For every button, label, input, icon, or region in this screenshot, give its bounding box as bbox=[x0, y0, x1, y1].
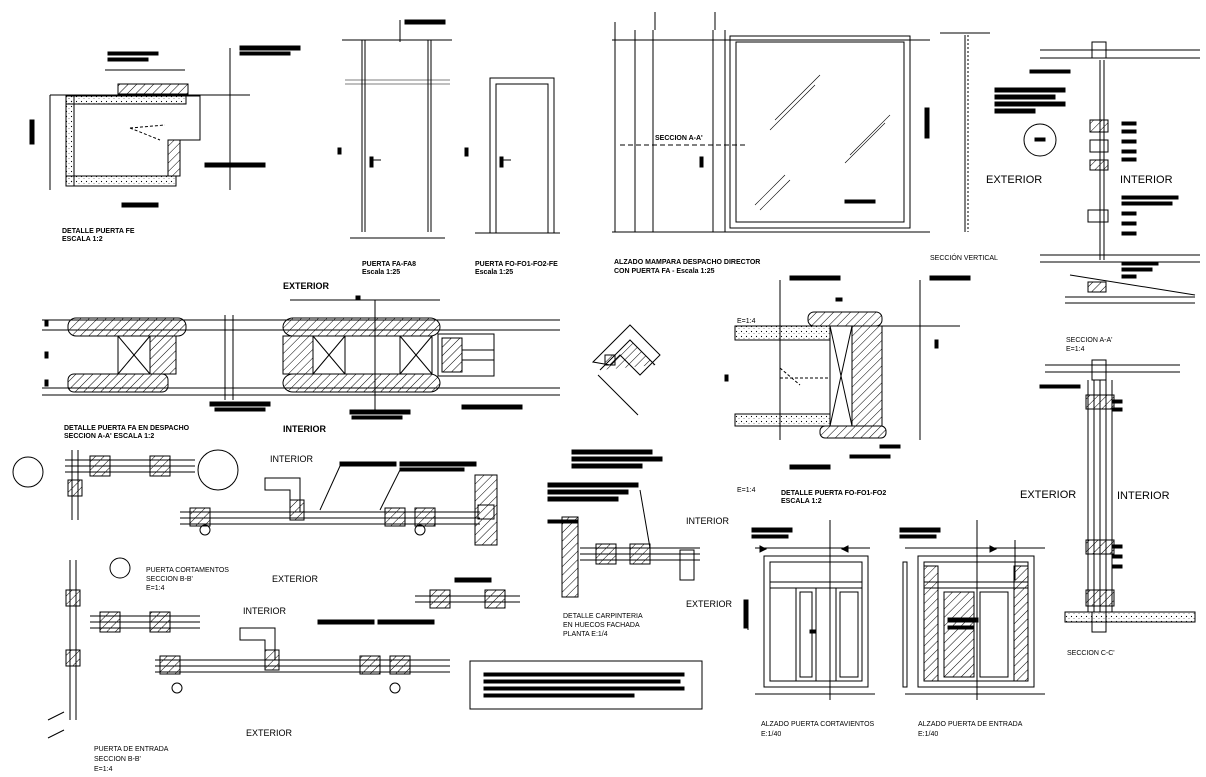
label-detalle-carpinteria-3: PLANTA E:1/4 bbox=[563, 631, 608, 638]
label-escala-1-2-a: ESCALA 1:2 bbox=[62, 236, 103, 243]
corner-detail bbox=[591, 324, 661, 416]
label-escala-1-25-b: Escala 1:25 bbox=[475, 269, 513, 276]
detail-puerta-fe bbox=[29, 45, 301, 208]
label-exterior-plan: EXTERIOR bbox=[283, 281, 330, 291]
section-aa-detail bbox=[994, 41, 1200, 304]
label-seccion-vertical: SECCIÓN VERTICAL bbox=[930, 253, 998, 262]
label-exterior-4: EXTERIOR bbox=[686, 599, 733, 609]
label-interior-3: INTERIOR bbox=[243, 606, 287, 616]
label-detalle-puerta-fo: DETALLE PUERTA FO-FO1-FO2 bbox=[781, 490, 886, 497]
label-detalle-puerta-fe: DETALLE PUERTA FE bbox=[62, 228, 135, 235]
label-seccion-aa: SECCION A-A' bbox=[1066, 337, 1112, 344]
label-e-1-4-c: E=1:4 bbox=[146, 585, 165, 592]
label-exterior-3: EXTERIOR bbox=[246, 728, 293, 738]
label-seccion-aa-escala: SECCION A-A' ESCALA 1:2 bbox=[64, 433, 154, 440]
label-escala-1-2-b: ESCALA 1:2 bbox=[781, 498, 822, 505]
label-puerta-fa: PUERTA FA-FA8 bbox=[362, 261, 416, 268]
label-con-puerta-fa: CON PUERTA FA - Escala 1:25 bbox=[614, 268, 715, 275]
label-exterior-5: EXTERIOR bbox=[1020, 489, 1076, 501]
label-e-1-4-d: E=1:4 bbox=[94, 766, 113, 773]
elevation-puerta-fa bbox=[337, 19, 452, 239]
label-interior-2: INTERIOR bbox=[270, 454, 314, 464]
label-e-1-4-b: E=1:4 bbox=[737, 318, 756, 325]
label-detalle-carpinteria-1: DETALLE CARPINTERIA bbox=[563, 613, 643, 620]
label-e-1-40-b: E:1/40 bbox=[918, 731, 938, 738]
label-puerta-cortavientos: PUERTA CORTAMENTOS bbox=[146, 567, 229, 574]
label-interior-4: INTERIOR bbox=[686, 516, 730, 526]
elevation-puerta-entrada bbox=[899, 520, 1045, 700]
elevation-puerta-cortavientos bbox=[743, 520, 875, 700]
plan-puerta-cortavientos bbox=[12, 449, 520, 609]
label-seccion-cc: SECCION C-C' bbox=[1067, 650, 1115, 657]
label-seccion-bb-2: SECCION B-B' bbox=[94, 756, 141, 763]
label-interior-5: INTERIOR bbox=[1117, 490, 1170, 502]
section-cc-detail bbox=[1039, 359, 1196, 633]
label-detalle-puerta-fa: DETALLE PUERTA FA EN DESPACHO bbox=[64, 425, 190, 432]
label-escala-1-25-a: Escala 1:25 bbox=[362, 269, 400, 276]
notes-box bbox=[469, 660, 703, 710]
label-seccion-bb-1: SECCION B-B' bbox=[146, 576, 193, 583]
label-seccion-aa-marker: SECCION A-A' bbox=[655, 135, 703, 142]
label-exterior-2: EXTERIOR bbox=[272, 574, 319, 584]
label-exterior-1: EXTERIOR bbox=[986, 174, 1042, 186]
elevation-mampara bbox=[612, 12, 990, 233]
plan-puerta-entrada bbox=[47, 560, 450, 739]
detail-carpinteria bbox=[547, 449, 700, 598]
plan-detail-puerta-fa bbox=[42, 295, 560, 420]
plan-detail-puerta-fo bbox=[724, 275, 971, 470]
label-e-1-4-a: E=1:4 bbox=[1066, 346, 1085, 353]
label-puerta-fo: PUERTA FO-FO1-FO2-FE bbox=[475, 261, 558, 268]
label-e-1-4-b2: E=1:4 bbox=[737, 487, 756, 494]
label-puerta-entrada: PUERTA DE ENTRADA bbox=[94, 746, 169, 753]
label-e-1-40-a: E:1/40 bbox=[761, 731, 781, 738]
elevation-puerta-fo bbox=[464, 77, 560, 234]
label-alzado-mampara: ALZADO MAMPARA DESPACHO DIRECTOR bbox=[614, 259, 760, 266]
label-alzado-entrada: ALZADO PUERTA DE ENTRADA bbox=[918, 721, 1023, 728]
label-detalle-carpinteria-2: EN HUECOS FACHADA bbox=[563, 622, 640, 629]
label-interior-1: INTERIOR bbox=[1120, 174, 1173, 186]
label-interior-plan: INTERIOR bbox=[283, 424, 327, 434]
label-alzado-cortavientos: ALZADO PUERTA CORTAVIENTOS bbox=[761, 721, 875, 728]
